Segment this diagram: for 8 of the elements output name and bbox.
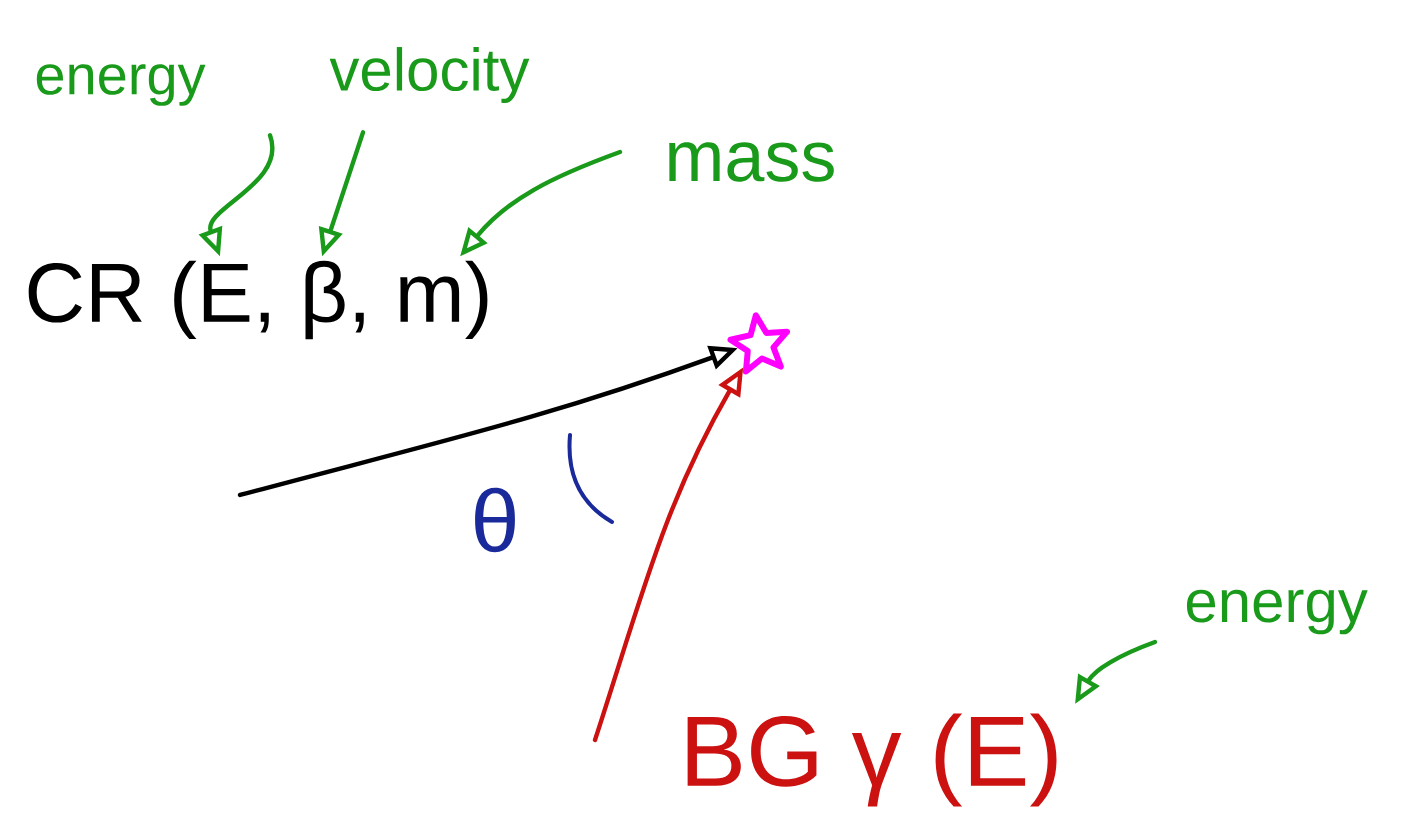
text-label: CR (E, β, m)	[28, 260, 488, 340]
text-label: energy	[36, 64, 206, 106]
text-label: mass	[669, 142, 834, 182]
angle-label: θ	[475, 487, 515, 553]
star-drawing	[727, 312, 790, 375]
text-label: energy	[1186, 589, 1368, 635]
text-label: BG γ (E)	[687, 713, 1057, 807]
text-label: velocity	[329, 47, 530, 103]
